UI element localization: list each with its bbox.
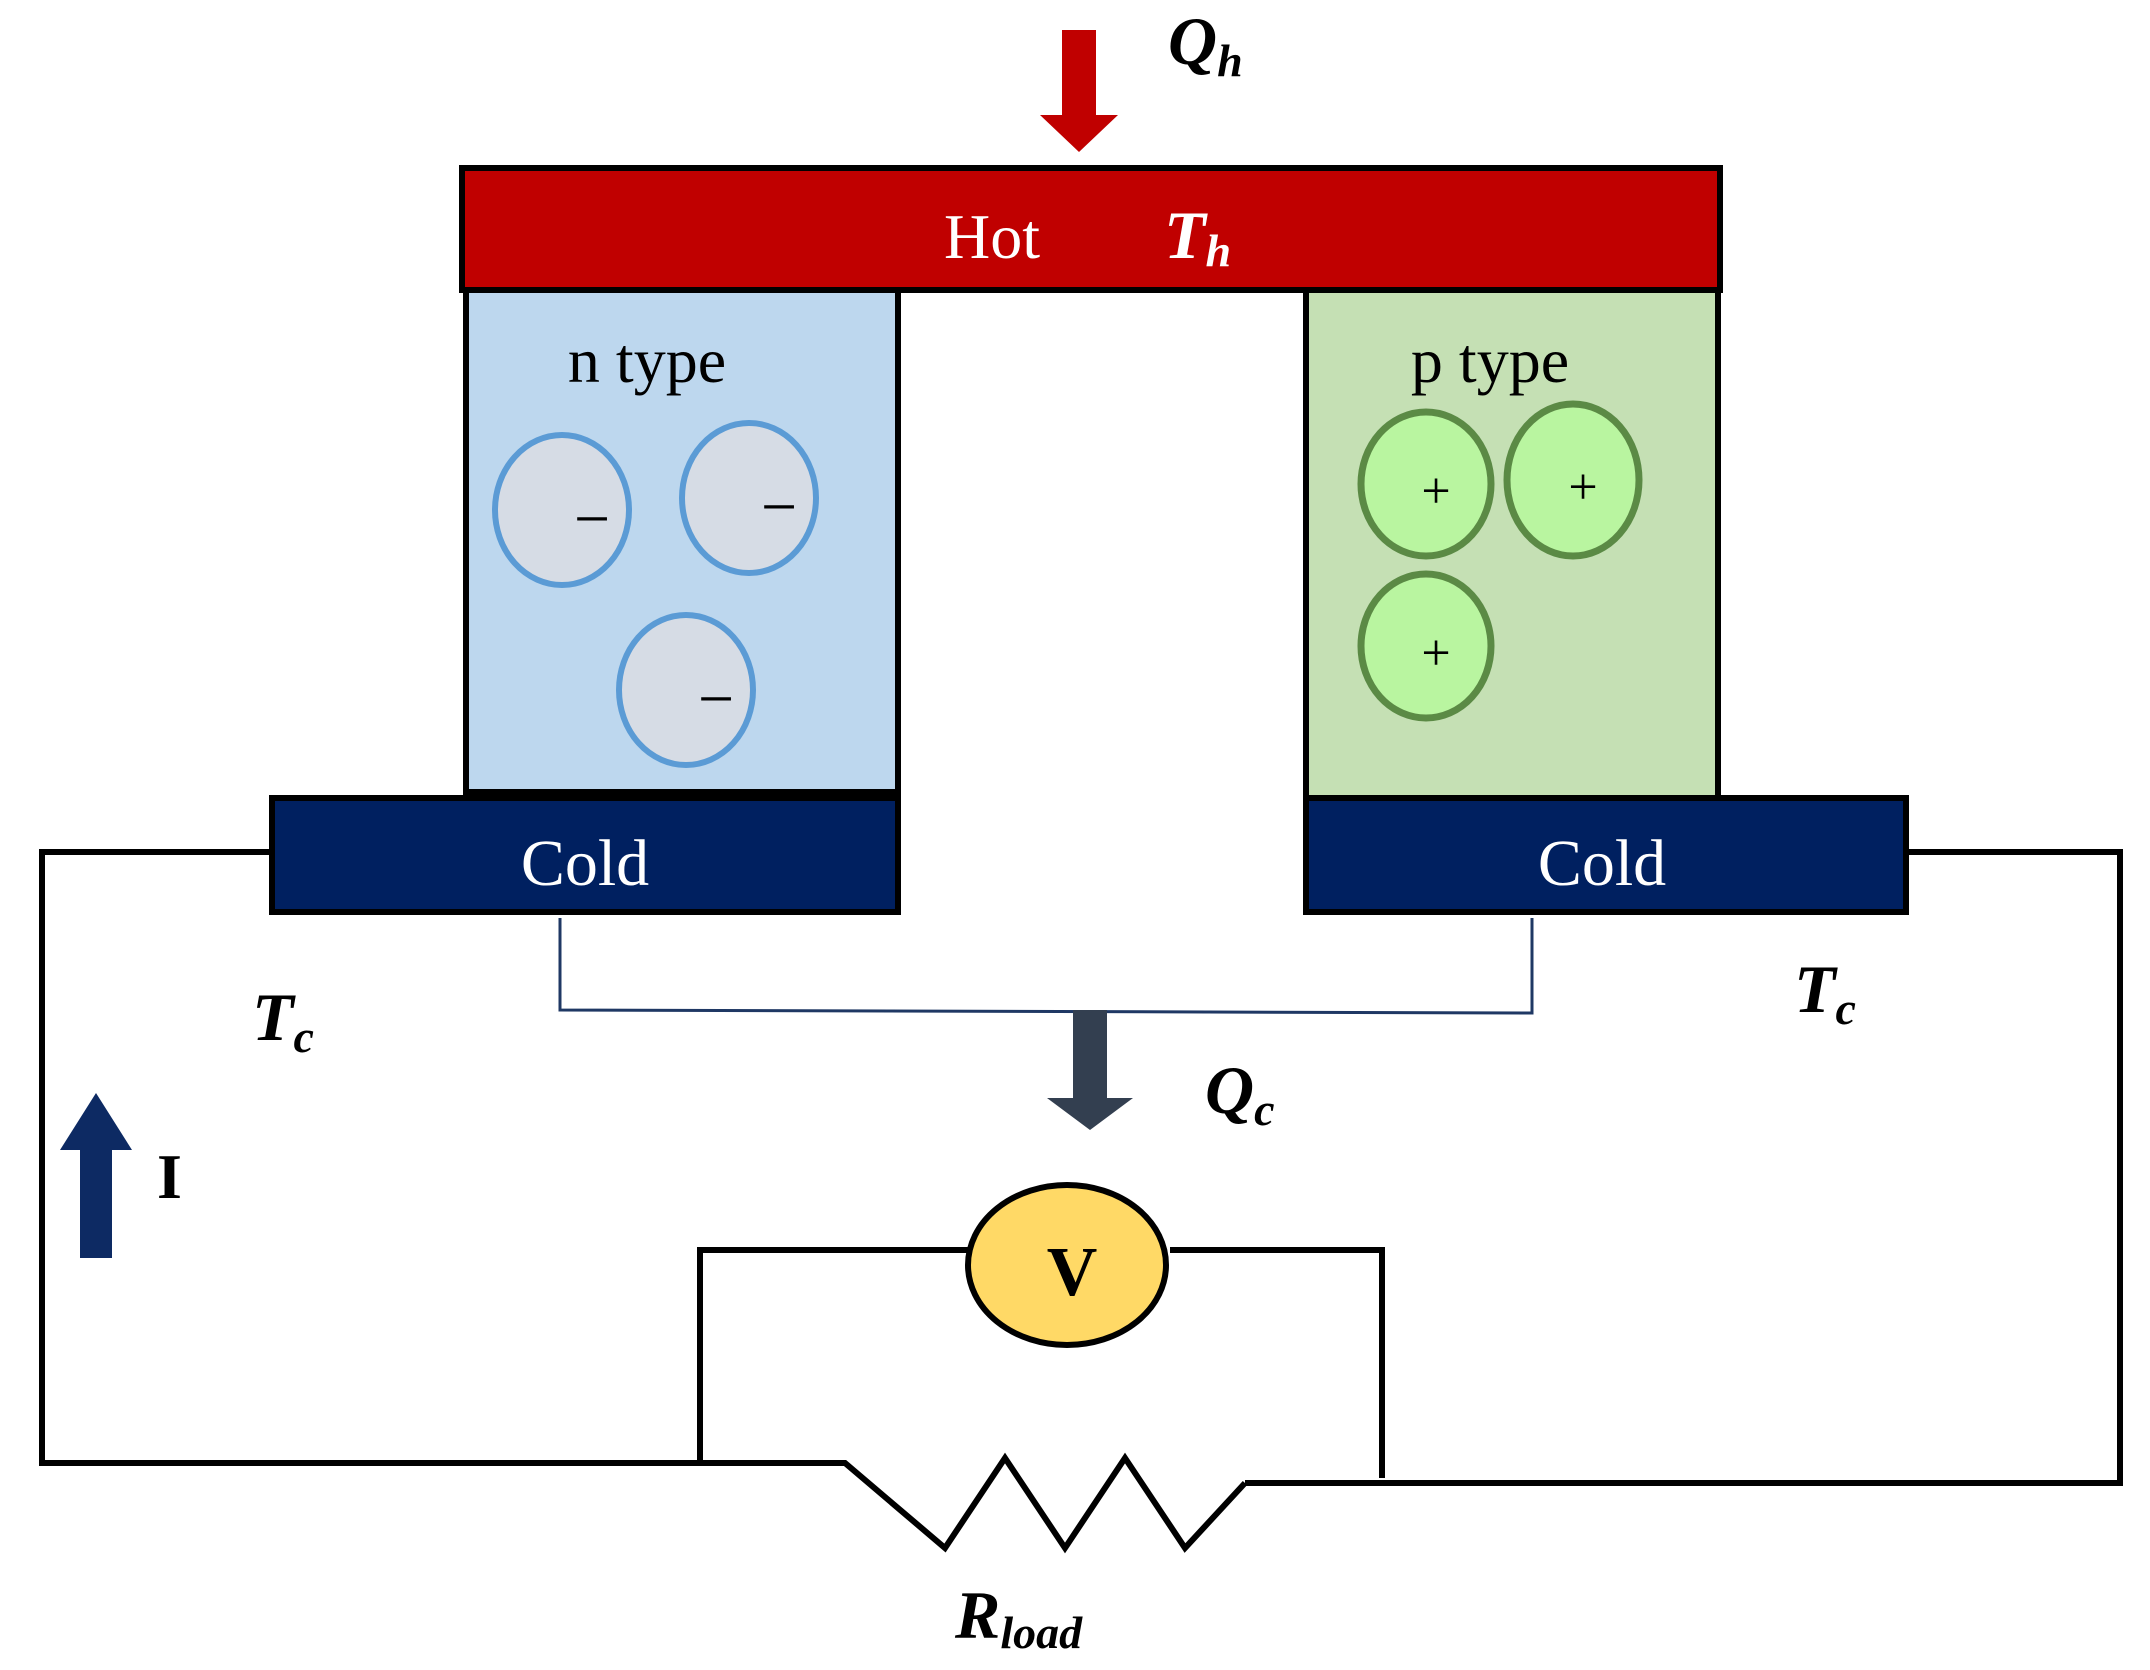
svg-text:+: + [1568,459,1597,516]
hole-carrier: + [1357,570,1495,722]
hole-carrier: + [1503,400,1643,560]
electron-carriers: − − − [492,420,819,768]
load-resistor-label: Rload [954,1577,1083,1658]
hole-carriers: + + + [1357,400,1643,722]
svg-text:+: + [1421,463,1450,520]
electron-carrier: − [616,612,756,768]
p-type-label: p type [1411,325,1569,396]
heat-output-arrow [1047,1010,1133,1130]
voltmeter-left-wire [697,1247,980,1463]
cold-plate-right [1303,795,1909,915]
cold-temperature-right-label: Tc [1794,951,1856,1034]
hot-plate [459,165,1723,293]
current-label: I [157,1141,182,1212]
svg-text:−: − [761,471,797,542]
current-arrow [60,1093,132,1258]
cold-heat-link [558,918,1534,1015]
svg-text:−: − [698,663,734,734]
circuit-wires [39,849,2123,1554]
right-wire [1245,849,2123,1486]
electron-carrier: − [492,432,632,588]
voltmeter-label: V [1047,1234,1098,1311]
n-type-label: n type [568,325,726,396]
left-wire [39,849,700,1466]
voltmeter [965,1182,1169,1348]
hot-label: Hot [944,201,1040,272]
cold-temperature-left-label: Tc [252,979,314,1062]
hot-temperature-label: Th [1164,197,1231,276]
p-type-leg [1303,287,1721,801]
heat-input-arrow [1040,30,1118,152]
svg-text:−: − [574,483,610,554]
heat-input-label: Qh [1168,3,1243,86]
svg-text:+: + [1421,625,1450,682]
electron-carrier: − [679,420,819,576]
hole-carrier: + [1357,408,1495,560]
cold-left-label: Cold [521,827,649,900]
cold-right-label: Cold [1538,827,1666,900]
voltmeter-right-wire [1170,1247,1385,1478]
heat-output-label: Qc [1205,1052,1275,1135]
load-resistor [700,1452,1248,1554]
cold-plate-left [269,795,901,915]
